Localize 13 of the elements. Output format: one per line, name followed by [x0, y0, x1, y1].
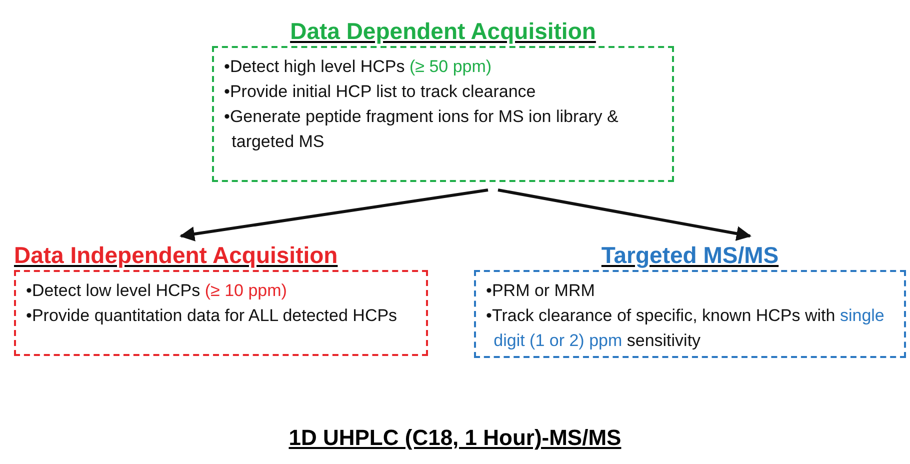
bullet-text: •Provide initial HCP list to track clearance — [224, 81, 537, 103]
arrow — [180, 188, 488, 242]
bullet-text: •PRM or MRM — [486, 280, 596, 302]
bullet-text: •Track clearance of specific, known HCPs with single digit (1 or 2) ppm sensitivity — [486, 305, 886, 352]
bullet-text: •Generate peptide fragment ions for MS ion library & targeted MS — [224, 106, 620, 153]
section-heading: Data Dependent Acquisition — [290, 18, 596, 44]
bullet-text: •Provide quantitation data for ALL detected HCPs — [26, 305, 398, 327]
footer-title: 1D UHPLC (C18, 1 Hour)-MS/MS — [288, 425, 622, 451]
bullet-text: •Detect high level HCPs (≥ 50 ppm) — [224, 56, 493, 78]
section-heading: Data Independent Acquisition — [14, 242, 338, 268]
bullet-text: •Detect low level HCPs (≥ 10 ppm) — [26, 280, 288, 302]
arrow — [498, 188, 752, 241]
section-heading: Targeted MS/MS — [601, 242, 779, 268]
